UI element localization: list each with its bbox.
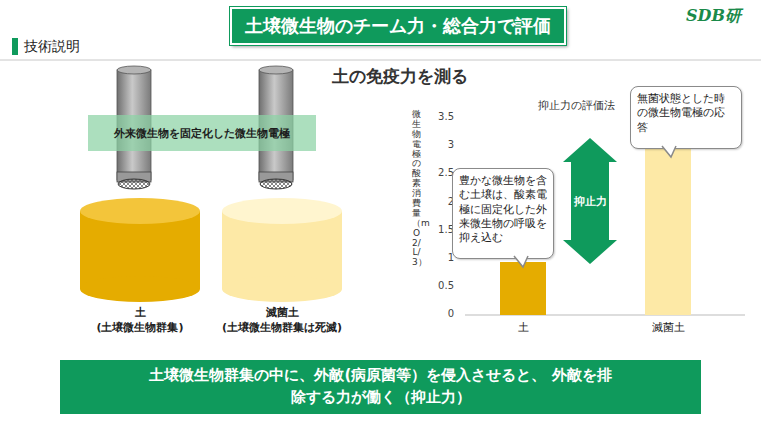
callout-node: 豊かな微生物を含む土壌は、酸素電極に固定化した外来微生物の呼吸を抑え込む [452, 168, 554, 259]
chart-title: 抑止力の評価法 [538, 98, 615, 113]
banner-text: 土壌微生物群集の中に、外敵(病原菌等）を侵入させると、 外敵を排除する力が働く（… [146, 365, 616, 409]
cylinder-caption: 土(土壌微生物群集) [64, 306, 216, 336]
cyl-node: 滅菌土(土壌微生物群集は死滅) [220, 196, 344, 346]
cylinder-top [222, 198, 342, 224]
bar [645, 135, 691, 315]
double-arrow-shape [563, 138, 617, 264]
subtitle: 土の免疫力を測る [280, 65, 520, 88]
soil-cylinder [220, 196, 344, 304]
arrow-node: 抑止力 [563, 138, 617, 264]
callout-pointer-shape [514, 256, 528, 267]
arrow-text: 抑止力 [574, 194, 607, 209]
callout-node: 無菌状態とした時の微生物電極の応答 [630, 86, 742, 149]
tick-label: 2.5 [426, 167, 454, 178]
callout-pointer-shape [662, 146, 676, 157]
cylinder-bottom [80, 276, 200, 302]
tick-label: 0 [426, 308, 454, 319]
callout-text: 豊かな微生物を含む土壌は、酸素電極に固定化した外来微生物の呼吸を抑え込む [459, 174, 547, 245]
cyl-node: 土(土壌微生物群集) [78, 196, 202, 346]
caption-text: 土 [64, 306, 216, 321]
caption-text: (土壌微生物群集) [64, 321, 216, 336]
caption-text: (土壌微生物群集は死滅) [206, 321, 358, 336]
cylinder-top [80, 198, 200, 224]
tick-label: 1 [426, 252, 454, 263]
band-text: 外来微生物を固定化した微生物電極 [114, 126, 290, 141]
title-text: 土壌微生物のチーム力・総合力で評価 [245, 14, 551, 38]
category-label: 滅菌土 [640, 320, 696, 335]
category-label: 土 [495, 320, 551, 335]
tick-label: 3.5 [426, 111, 454, 122]
tick-label: 3 [426, 139, 454, 150]
caption-text: 滅菌土 [206, 306, 358, 321]
tick-label: 0.5 [426, 280, 454, 291]
cylinder-bottom [222, 276, 342, 302]
axis-title: 微生物電極の酸素消費量（mO2/L/3） [412, 110, 421, 268]
logo: SDB研 [686, 6, 741, 27]
title-box: 土壌微生物のチーム力・総合力で評価 [230, 7, 566, 45]
banner-node: 土壌微生物群集の中に、外敵(病原菌等）を侵入させると、 外敵を排除する力が働く（… [60, 360, 701, 414]
divider-line [0, 60, 761, 61]
callout-text: 無菌状態とした時の微生物電極の応答 [637, 92, 735, 135]
heading-marker [12, 38, 18, 55]
bar [500, 262, 546, 315]
cylinder-caption: 滅菌土(土壌微生物群集は死滅) [206, 306, 358, 336]
callout-pointer [661, 146, 681, 158]
band-node: 外来微生物を固定化した微生物電極 [88, 115, 316, 151]
soil-cylinder [78, 196, 202, 304]
callout-pointer [513, 256, 533, 268]
tick-label: 2 [426, 196, 454, 207]
tick-label: 1.5 [426, 224, 454, 235]
section-label: 技術説明 [24, 38, 80, 56]
